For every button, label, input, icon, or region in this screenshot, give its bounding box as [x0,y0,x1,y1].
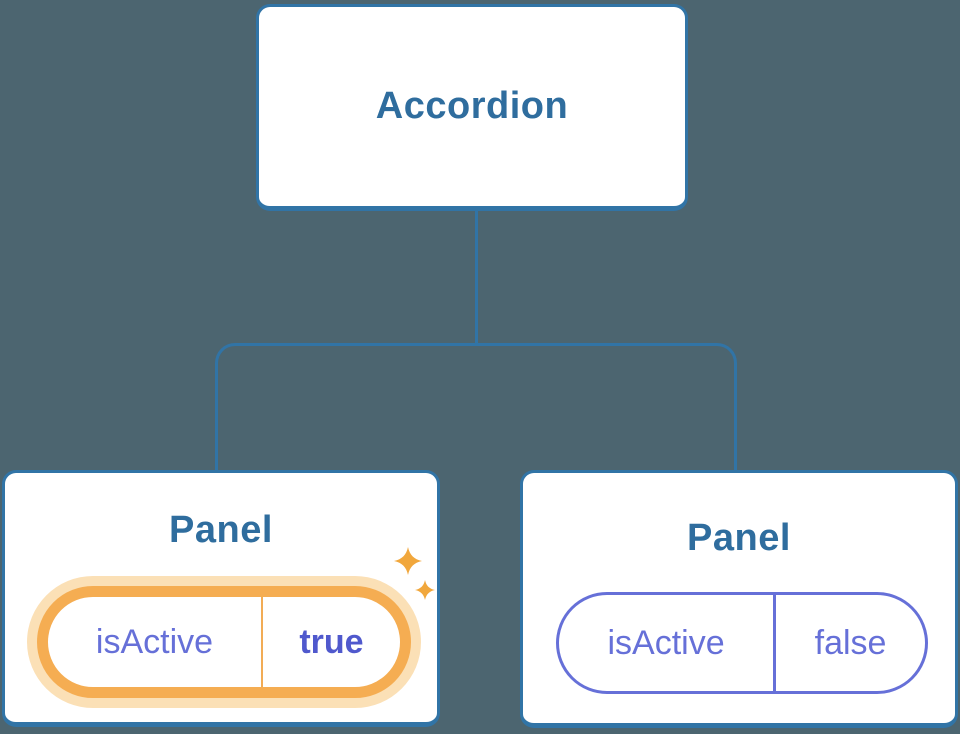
pill-divider [260,597,263,687]
panel-node-active: Panel isActive true [2,470,440,727]
tree-connector-stem [475,211,478,346]
accordion-node-label: Accordion [375,85,569,127]
state-value-label: false [814,623,887,662]
state-pill-active: isActive true [37,586,411,698]
state-value-label: true [299,622,364,661]
state-name-label: isActive [607,623,725,662]
state-name-label: isActive [95,622,214,661]
accordion-node: Accordion [256,4,688,211]
panel-node-inactive: Panel isActive false [520,470,958,728]
sparkle-icon [394,547,422,575]
sparkle-icon [415,580,435,600]
tree-connector-branch [215,343,737,470]
pill-divider [773,595,777,691]
panel-node-label: Panel [687,517,791,559]
panel-node-label: Panel [169,509,273,551]
state-pill-inactive: isActive false [556,592,928,694]
